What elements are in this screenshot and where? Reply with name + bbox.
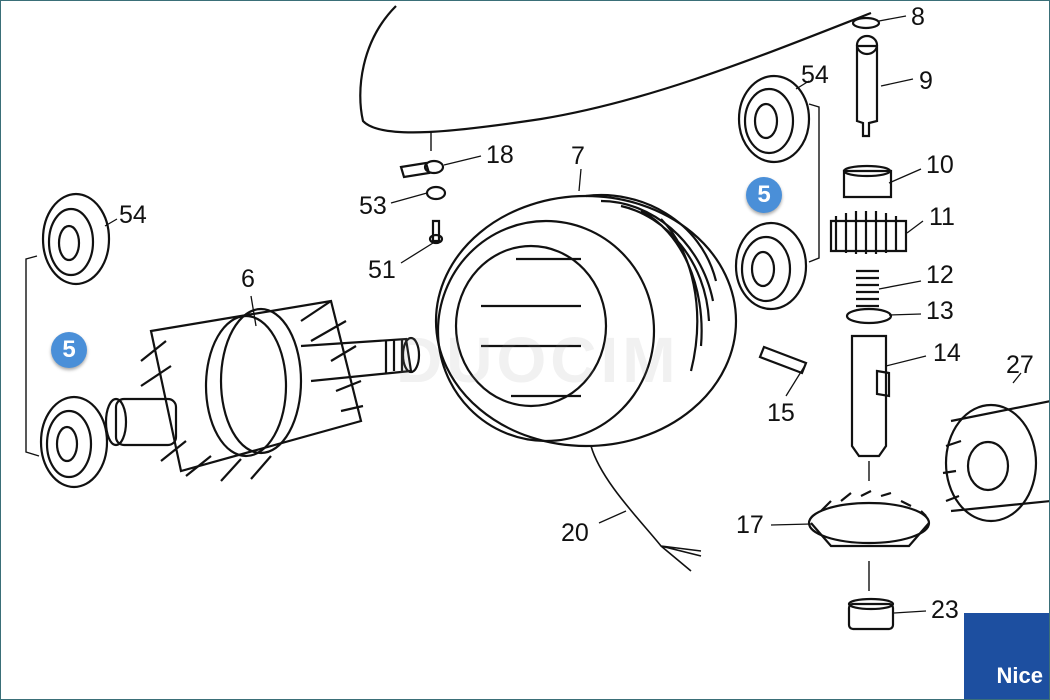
callout-11: 11: [929, 203, 955, 231]
small-fasteners: [399, 159, 447, 245]
callout-54-left: 54: [119, 201, 147, 229]
callout-23: 23: [931, 596, 959, 624]
callout-14: 14: [933, 339, 961, 367]
callout-54-right: 54: [801, 61, 829, 89]
callout-8: 8: [911, 3, 925, 31]
callout-7: 7: [571, 142, 585, 170]
callout-15: 15: [767, 399, 795, 427]
callout-27: 27: [1006, 351, 1034, 379]
callout-53: 53: [359, 192, 387, 220]
callout-20: 20: [561, 519, 589, 547]
callout-13: 13: [926, 297, 954, 325]
cable-20: [590, 445, 702, 572]
callout-18: 18: [486, 141, 514, 169]
callout-12: 12: [926, 261, 954, 289]
bearing-5-right: [734, 221, 808, 311]
gear-27: [942, 400, 1049, 523]
bearing-54-left: [41, 192, 111, 286]
callout-51: 51: [368, 256, 396, 284]
bevel-gear-17: [807, 490, 931, 548]
highlight-badge-left[interactable]: 5: [51, 332, 87, 368]
callout-17: 17: [736, 511, 764, 539]
brand-logo: Nice: [964, 613, 1049, 699]
pin-15: [758, 345, 808, 375]
bearing-5-left: [39, 395, 109, 489]
callout-9: 9: [919, 67, 933, 95]
output-shaft-assembly: [829, 16, 908, 458]
housing-cover: [359, 5, 872, 134]
stator-7: [434, 193, 738, 448]
bearing-54-right: [737, 74, 811, 164]
highlight-badge-right[interactable]: 5: [746, 177, 782, 213]
bushing-23: [847, 597, 895, 631]
watermark: DUOCIM: [396, 324, 680, 396]
brand-logo-text: Nice: [996, 663, 1043, 688]
rotor-6: [104, 299, 421, 482]
callout-10: 10: [926, 151, 954, 179]
callout-6: 6: [241, 265, 255, 293]
